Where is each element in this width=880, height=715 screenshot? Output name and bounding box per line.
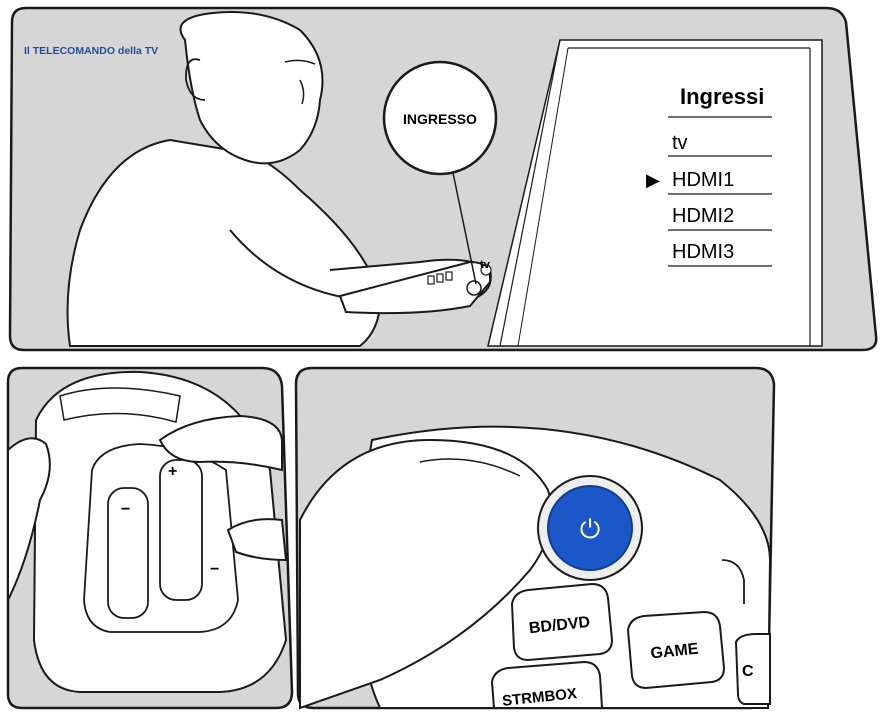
selection-marker-icon: ▶ <box>646 170 660 190</box>
tv-menu-item-hdmi1: HDMI1 <box>672 169 734 191</box>
remote-tv-label: tv <box>480 259 491 271</box>
bd-dvd-button[interactable]: BD/DVD <box>512 584 612 660</box>
power-icon: ⏻ <box>580 514 601 544</box>
tv-menu-item-hdmi2: HDMI2 <box>672 205 734 227</box>
battery-right-minus: − <box>210 561 219 578</box>
tv-menu-item-tv: tv <box>672 132 688 154</box>
panel-power-on: ⏻ BD/DVD GAME STRMBOX C <box>296 368 774 710</box>
panel-tv-input-scene: INGRESSO tv Il TELECOMANDO della TV Ingr… <box>10 8 876 350</box>
strmbox-button[interactable]: STRMBOX <box>492 662 602 710</box>
tv-menu-title: Ingressi <box>680 84 764 109</box>
callout-label: INGRESSO <box>403 111 477 127</box>
partial-button-label: C <box>742 663 754 680</box>
battery-left-minus: − <box>121 501 130 518</box>
panel-battery-insertion: − + + − <box>8 368 292 708</box>
panel-caption: Il TELECOMANDO della TV <box>24 45 158 57</box>
partial-button[interactable]: C <box>736 634 770 704</box>
tv-menu-item-hdmi3: HDMI3 <box>672 241 734 263</box>
game-button[interactable]: GAME <box>628 612 724 688</box>
battery-right-plus: + <box>168 463 177 480</box>
